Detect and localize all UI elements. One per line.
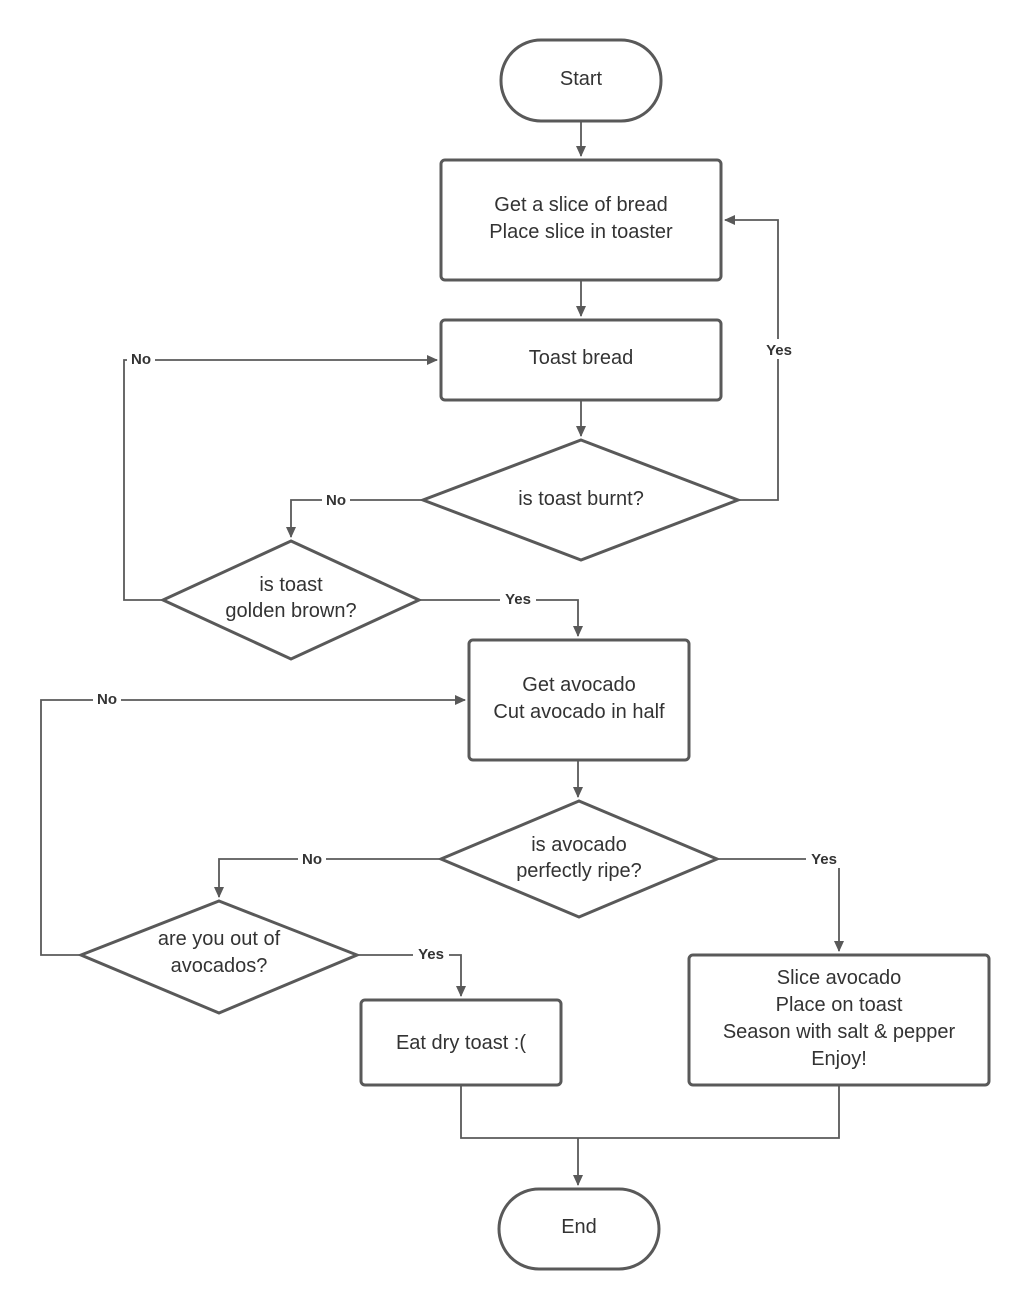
node-is-ripe-line2: perfectly ripe?	[516, 860, 642, 882]
edge-ripe-no	[214, 858, 441, 898]
node-is-ripe-line1: is avocado	[531, 834, 627, 856]
label-ripe-no: No	[302, 851, 322, 868]
node-is-golden-line2: golden brown?	[225, 600, 356, 622]
node-slice-avocado-line2: Place on toast	[776, 994, 903, 1016]
connectors	[40, 121, 844, 1186]
label-golden-yes: Yes	[505, 591, 531, 608]
node-eat-dry-toast: Eat dry toast :(	[359, 998, 563, 1087]
edge-ripe-yes	[717, 858, 844, 952]
edge-out-yes	[357, 954, 466, 997]
edge-golden-no	[123, 355, 438, 601]
node-is-burnt: is toast burnt?	[418, 438, 743, 562]
node-get-bread-line1: Get a slice of bread	[494, 194, 667, 216]
node-out-of-avocados-line2: avocados?	[171, 955, 268, 977]
node-toast-bread: Toast bread	[439, 318, 723, 402]
node-start: Start	[499, 38, 663, 123]
node-is-golden-line1: is toast	[259, 574, 323, 596]
edge-burnt-yes	[724, 215, 779, 501]
node-out-of-avocados-line1: are you out of	[158, 928, 281, 950]
node-toast-bread-text: Toast bread	[529, 347, 634, 369]
node-is-golden: is toast golden brown?	[159, 539, 423, 661]
edge-burnt-no	[286, 499, 423, 538]
label-out-yes: Yes	[418, 946, 444, 963]
node-end-text: End	[561, 1216, 597, 1238]
node-get-avocado: Get avocado Cut avocado in half	[467, 638, 691, 762]
node-get-bread-line2: Place slice in toaster	[489, 221, 673, 243]
edge-golden-yes	[419, 599, 583, 637]
label-golden-no: No	[131, 351, 151, 368]
edge-labels: Yes No No Yes No Yes No Yes	[93, 339, 842, 964]
edge-eat-dry-to-merge	[460, 1086, 578, 1139]
label-burnt-no: No	[326, 492, 346, 509]
node-slice-avocado-line3: Season with salt & pepper	[723, 1021, 956, 1043]
node-slice-avocado-line4: Enjoy!	[811, 1048, 867, 1070]
label-ripe-yes: Yes	[811, 851, 837, 868]
edge-out-no	[40, 695, 466, 956]
node-out-of-avocados: are you out of avocados?	[77, 899, 361, 1015]
node-is-ripe: is avocado perfectly ripe?	[437, 799, 721, 919]
node-get-avocado-line2: Cut avocado in half	[493, 701, 665, 723]
node-get-bread: Get a slice of bread Place slice in toas…	[439, 158, 723, 282]
node-is-burnt-text: is toast burnt?	[518, 488, 644, 510]
edge-slice-to-merge	[578, 1086, 840, 1139]
node-slice-avocado: Slice avocado Place on toast Season with…	[687, 953, 991, 1087]
label-out-no: No	[97, 691, 117, 708]
node-end: End	[497, 1187, 661, 1271]
node-get-avocado-line1: Get avocado	[522, 674, 635, 696]
label-burnt-yes: Yes	[766, 342, 792, 359]
node-eat-dry-toast-text: Eat dry toast :(	[396, 1032, 526, 1054]
node-start-text: Start	[560, 68, 603, 90]
node-slice-avocado-line1: Slice avocado	[777, 967, 902, 989]
